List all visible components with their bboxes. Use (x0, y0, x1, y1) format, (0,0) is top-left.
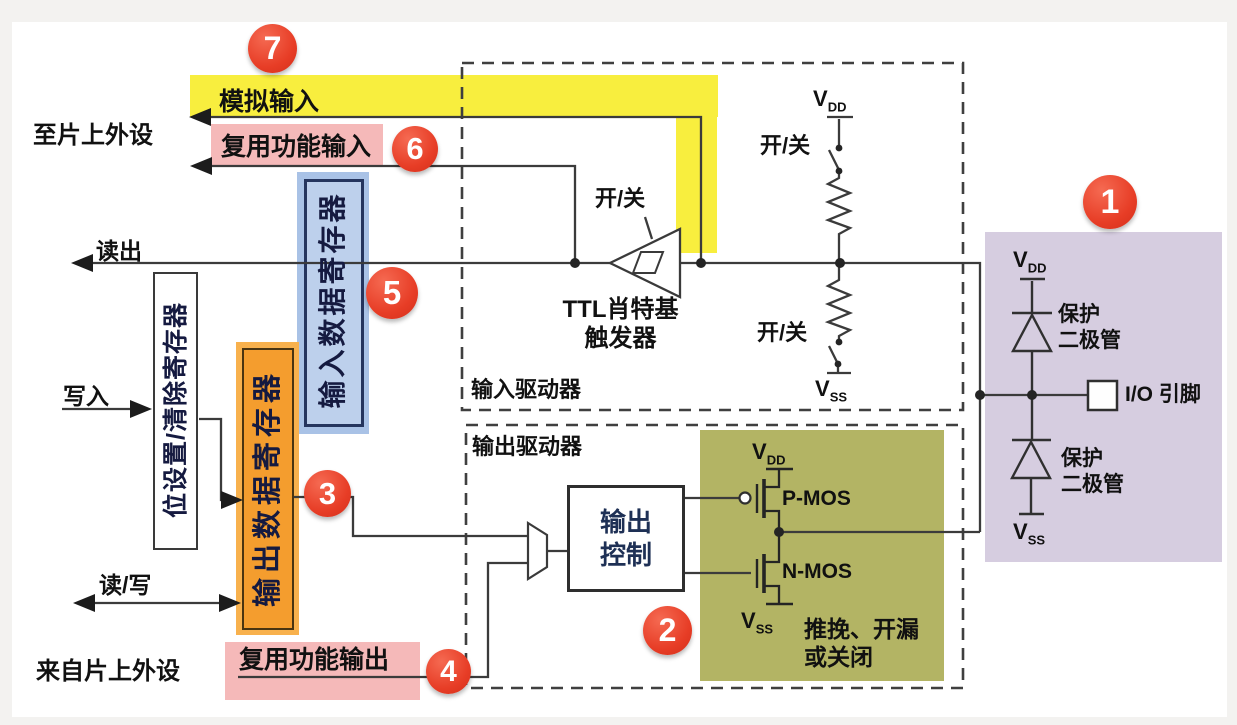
input-data-register-label: 输入数据寄存器 (317, 191, 348, 409)
pmos-label: P-MOS (782, 487, 851, 510)
callout-5: 5 (366, 267, 418, 319)
alt-func-output-label: 复用功能输出 (239, 646, 390, 674)
ttl-schmitt-label: TTL肖特基 触发器 (538, 296, 703, 354)
callout-7: 7 (248, 24, 297, 73)
callout-6: 6 (392, 126, 438, 172)
callout-2: 2 (643, 606, 692, 655)
alt-func-input-label: 复用功能输入 (221, 133, 372, 161)
protection-vss-label: VSS (1013, 519, 1046, 548)
callout-3: 3 (304, 470, 351, 517)
output-control-line2: 控制 (599, 539, 652, 570)
pullup-switch-label: 开/关 (760, 133, 811, 158)
analog-input-label: 模拟输入 (219, 88, 320, 116)
protection-vdd-label: VDD (1013, 247, 1047, 276)
mos-mode-label: 推挽、开漏 或关闭 (804, 616, 919, 671)
output-control-line1: 输出 (599, 507, 652, 537)
output-driver-label: 输出驱动器 (472, 434, 583, 459)
protection-diode-top-label: 保护 二极管 (1058, 303, 1121, 353)
read-label: 读出 (96, 238, 142, 264)
bit-set-clear-register-label: 位设置/清除寄存器 (162, 302, 190, 518)
analog-path-highlight-vertical (676, 75, 717, 253)
ttl-schmitt-line1: TTL肖特基 (562, 296, 679, 323)
pulldown-vss-label: VSS (815, 376, 848, 405)
output-control-box: 输出 控制 (567, 485, 685, 592)
mos-mode-line1: 推挽、开漏 (804, 616, 919, 642)
ttl-schmitt-line2: 触发器 (584, 324, 657, 352)
callout-1: 1 (1083, 175, 1137, 229)
io-pin-label: I/O 引脚 (1125, 383, 1201, 406)
to-chip-peripherals-label: 至片上外设 (33, 122, 153, 149)
mos-vss-label: VSS (741, 608, 774, 637)
mos-vdd-label: VDD (752, 439, 786, 468)
from-chip-peripherals-label: 来自片上外设 (36, 658, 180, 685)
protection-diode-bottom-label: 保护 二极管 (1061, 447, 1124, 497)
pullup-vdd-label: VDD (813, 86, 847, 115)
callout-4: 4 (426, 649, 471, 694)
read-write-label: 读/写 (99, 572, 152, 598)
nmos-label: N-MOS (782, 560, 852, 583)
write-label: 写入 (63, 383, 109, 409)
output-data-register-label: 输出数据寄存器 (252, 369, 284, 608)
pulldown-switch-label: 开/关 (757, 320, 808, 345)
input-driver-label: 输入驱动器 (471, 377, 582, 402)
schmitt-switch-label: 开/关 (595, 186, 646, 211)
mos-mode-line2: 或关闭 (804, 643, 873, 670)
